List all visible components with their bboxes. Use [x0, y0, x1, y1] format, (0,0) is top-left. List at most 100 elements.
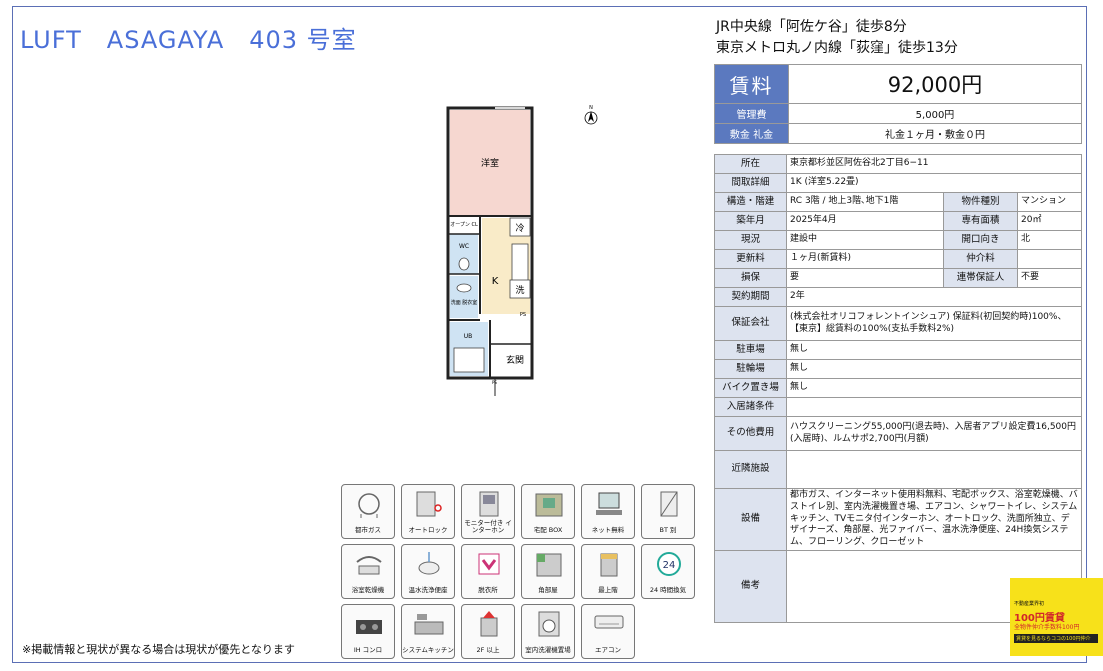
feature-label: システムキッチン [402, 645, 454, 654]
disclaimer-note: ※掲載情報と現状が異なる場合は現状が優先となります [22, 643, 295, 656]
station-access-2: 東京メトロ丸ノ内線「荻窪」徒歩13分 [716, 40, 958, 56]
feature-tile: モニター付き インターホン [461, 484, 515, 539]
detail-label: 設備 [714, 488, 787, 551]
detail-row: 契約期間 2年 [714, 287, 1082, 307]
detail-label: 損保 [714, 268, 787, 288]
top-floor-icon [600, 553, 618, 577]
auto-lock-icon [416, 491, 442, 517]
feature-tile: 室内洗濯機置場 [521, 604, 575, 659]
detail-value: 無し [786, 340, 1082, 360]
detail-row: その他費用 ハウスクリーニング55,000円(退去時)、入居者アプリ設定費16,… [714, 416, 1082, 451]
detail-value: 北 [1017, 230, 1082, 250]
detail-row: 駐車場 無し [714, 340, 1082, 360]
detail-label: 現況 [714, 230, 787, 250]
detail-value: 2025年4月 [786, 211, 944, 231]
ad-line-3: 全物件仲介手数料100円 [1014, 624, 1080, 631]
second-floor-icon [480, 611, 498, 637]
ad-banner[interactable]: 不動産業界初 100円賃貸 全物件仲介手数料100円 賃貸を見るならココの100… [1010, 578, 1103, 656]
delivery-box-icon [535, 493, 563, 517]
feature-label: エアコン [595, 645, 621, 654]
feature-tile: 宅配 BOX [521, 484, 575, 539]
deposit-value: 礼金１ヶ月・敷金０円 [885, 130, 985, 141]
detail-value [786, 397, 1082, 417]
detail-label: 入居諸条件 [714, 397, 787, 417]
detail-label: 仲介料 [943, 249, 1018, 269]
deposit-row: 敷金 礼金 礼金１ヶ月・敷金０円 [715, 123, 1081, 144]
feature-tile: システムキッチン [401, 604, 455, 659]
intercom-icon [479, 491, 499, 517]
detail-value: ハウスクリーニング55,000円(退去時)、入居者アプリ設定費16,500円(入… [786, 416, 1082, 451]
feature-label: 24 時間換気 [649, 585, 687, 594]
detail-label: 保証会社 [714, 306, 787, 341]
feature-label: 最上階 [598, 585, 618, 594]
feature-icons: 都市ガス オートロック モニター付き インターホン 宅配 BOX ネット無料 B… [341, 484, 695, 659]
detail-value [786, 450, 1082, 489]
ps-label: PS [520, 312, 526, 318]
ventilation-icon: 24 [657, 552, 681, 576]
air-conditioner-icon [594, 615, 624, 629]
detail-label: 連帯保証人 [943, 268, 1018, 288]
detail-row: 築年月 2025年4月 専有面積 20㎡ [714, 211, 1082, 231]
feature-tile: 角部屋 [521, 544, 575, 599]
detail-value: 無し [786, 359, 1082, 379]
detail-value: 無し [786, 378, 1082, 398]
fridge-label: 冷 [515, 222, 524, 234]
feature-label: モニター付き インターホン [464, 518, 512, 534]
rent-row: 賃料 92,000円 [715, 64, 1081, 103]
feature-label: 温水洗浄便座 [408, 585, 448, 594]
feature-tile: 温水洗浄便座 [401, 544, 455, 599]
detail-value: 東京都杉並区阿佐谷北2丁目6−11 [786, 154, 1082, 174]
detail-label: 近隣施設 [714, 450, 787, 489]
computer-icon [596, 492, 622, 515]
management-fee-value: 5,000円 [915, 110, 955, 121]
feature-label: 角部屋 [538, 585, 558, 594]
detail-row: 間取詳細 1K (洋室5.22畳) [714, 173, 1082, 193]
feature-label: 室内洗濯機置場 [525, 645, 571, 654]
dressing-room-icon [478, 553, 500, 575]
detail-row: 損保 要 連帯保証人 不要 [714, 268, 1082, 288]
feature-label: ネット無料 [591, 525, 625, 534]
washlet-icon [418, 552, 440, 575]
vanity-label: 洗面 脱衣室 [451, 299, 478, 306]
detail-value: (株式会社オリコフォレントインシュア) 保証料(初回契約時)100%、【東京】総… [786, 306, 1082, 341]
western-room-label: 洋室 [481, 157, 499, 169]
property-details-table: 所在 東京都杉並区阿佐谷北2丁目6−11 間取詳細 1K (洋室5.22畳) 構… [714, 154, 1082, 623]
feature-label: 浴室乾燥機 [351, 585, 385, 594]
feature-label: 2F 以上 [476, 645, 500, 654]
bath-toilet-icon [660, 491, 678, 517]
detail-label: 駐車場 [714, 340, 787, 360]
feature-tile: 24 24 時間換気 [641, 544, 695, 599]
feature-tile: 都市ガス [341, 484, 395, 539]
ad-line-4: 賃貸を見るならココの100円仲介 [1014, 634, 1098, 643]
detail-value: 都市ガス、インターネット使用料無料、宅配ボックス、浴室乾燥機、バストイレ別、室内… [786, 488, 1082, 551]
detail-label: バイク置き場 [714, 378, 787, 398]
washing-machine-icon [538, 611, 560, 637]
feature-label: IH コンロ [353, 645, 383, 654]
bath-dryer-icon [356, 556, 382, 575]
feature-tile: 2F 以上 [461, 604, 515, 659]
ih-stove-icon [356, 620, 382, 634]
ub-label: UB [464, 333, 473, 340]
detail-label: 備考 [714, 550, 787, 623]
detail-value: １ヶ月(新賃料) [786, 249, 944, 269]
closet-label: オープン CL [450, 222, 478, 228]
detail-value: 不要 [1017, 268, 1082, 288]
feature-label: オートロック [408, 525, 448, 534]
detail-label: 物件種別 [943, 192, 1018, 212]
washer-label: 洗 [515, 284, 524, 296]
detail-label: 契約期間 [714, 287, 787, 307]
station-access-1: JR中央線「阿佐ケ谷」徒歩8分 [716, 19, 907, 35]
property-title: LUFT ASAGAYA 403 号室 [20, 26, 357, 54]
detail-row: 駐輪場 無し [714, 359, 1082, 379]
feature-label: 都市ガス [355, 525, 381, 534]
feature-tile: ネット無料 [581, 484, 635, 539]
detail-row: バイク置き場 無し [714, 378, 1082, 398]
feature-tile: IH コンロ [341, 604, 395, 659]
detail-label: 更新料 [714, 249, 787, 269]
svg-text:24: 24 [663, 560, 676, 571]
detail-row: 構造・階建 RC 3階 / 地上3階､地下1階 物件種別 マンション [714, 192, 1082, 212]
rent-value: 92,000円 [887, 73, 983, 97]
feature-label: BT 別 [659, 525, 677, 534]
kitchen-icon [414, 614, 444, 635]
page-frame [12, 6, 1087, 663]
